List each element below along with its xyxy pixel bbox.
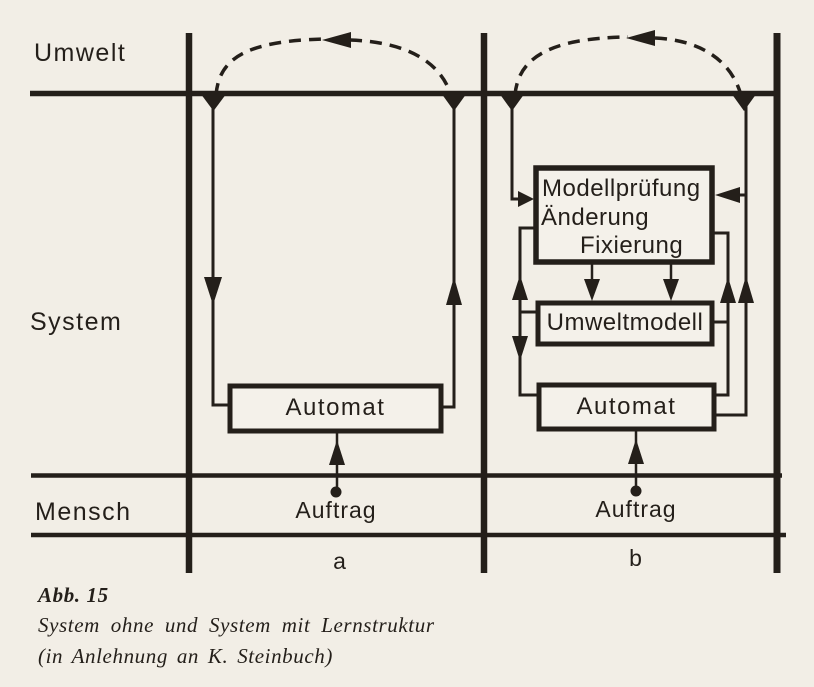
modellpruefung-box bbox=[533, 165, 715, 265]
umweltmodell-label: Umweltmodell bbox=[546, 309, 704, 336]
automat-b-label: Automat bbox=[576, 393, 677, 420]
umwelt-label: Umwelt bbox=[34, 39, 127, 67]
diagram-b bbox=[498, 30, 758, 497]
diagram-a-label: a bbox=[333, 548, 347, 574]
umweltmodell-box bbox=[535, 300, 715, 347]
caption-figure-number: Abb. 15 bbox=[38, 583, 109, 607]
auftrag-arrowhead-a bbox=[329, 440, 345, 465]
output-arrowhead-b bbox=[738, 276, 754, 303]
input-line-a bbox=[211, 95, 230, 407]
input-arrowhead-a bbox=[204, 277, 222, 305]
caption-source: (in Anlehnung an K. Steinbuch) bbox=[38, 644, 333, 668]
inner-right-arrowhead-b bbox=[720, 277, 736, 303]
model-branch-arrowhead-b bbox=[715, 187, 740, 203]
inner-left-up-arrowhead-b bbox=[512, 275, 528, 300]
model-down-arrowhead-1 bbox=[584, 279, 600, 301]
mensch-label: Mensch bbox=[35, 498, 132, 526]
modellpruefung-label: Modellprüfung bbox=[542, 175, 701, 202]
auftrag-dot-b bbox=[630, 485, 642, 497]
fixierung-label: Fixierung bbox=[580, 232, 684, 259]
feedback-arrowhead-a bbox=[322, 32, 351, 48]
automat-box-a bbox=[227, 383, 444, 434]
inner-right-line-b bbox=[712, 231, 730, 397]
caption-title: System ohne und System mit Lernstruktur bbox=[38, 613, 435, 637]
feedback-arrowhead-b bbox=[626, 30, 655, 46]
output-arrowhead-a bbox=[446, 277, 462, 305]
auftrag-a-label: Auftrag bbox=[295, 497, 377, 523]
feedback-arc-b2 bbox=[654, 36, 743, 96]
aenderung-label: Änderung bbox=[541, 204, 650, 231]
automat-a-label: Automat bbox=[285, 394, 386, 421]
model-down-arrowhead-2 bbox=[663, 279, 679, 301]
auftrag-dot-a bbox=[330, 486, 342, 498]
output-line-a bbox=[441, 95, 456, 409]
feedback-arc-b bbox=[513, 35, 629, 96]
diagram-a bbox=[199, 32, 468, 498]
inner-left-down-arrowhead-b bbox=[512, 336, 528, 361]
automat-box-b bbox=[536, 382, 717, 432]
feedback-arc-a2 bbox=[349, 38, 453, 96]
system-label: System bbox=[30, 308, 123, 336]
input-arrowhead-b bbox=[518, 191, 534, 207]
output-line-b bbox=[716, 95, 748, 417]
diagram-b-label: b bbox=[629, 545, 643, 571]
auftrag-b-label: Auftrag bbox=[595, 496, 677, 522]
feedback-arc-a bbox=[214, 37, 325, 96]
input-line-b bbox=[510, 95, 519, 201]
auftrag-arrowhead-b bbox=[628, 439, 644, 464]
junction-b-right bbox=[730, 91, 758, 111]
